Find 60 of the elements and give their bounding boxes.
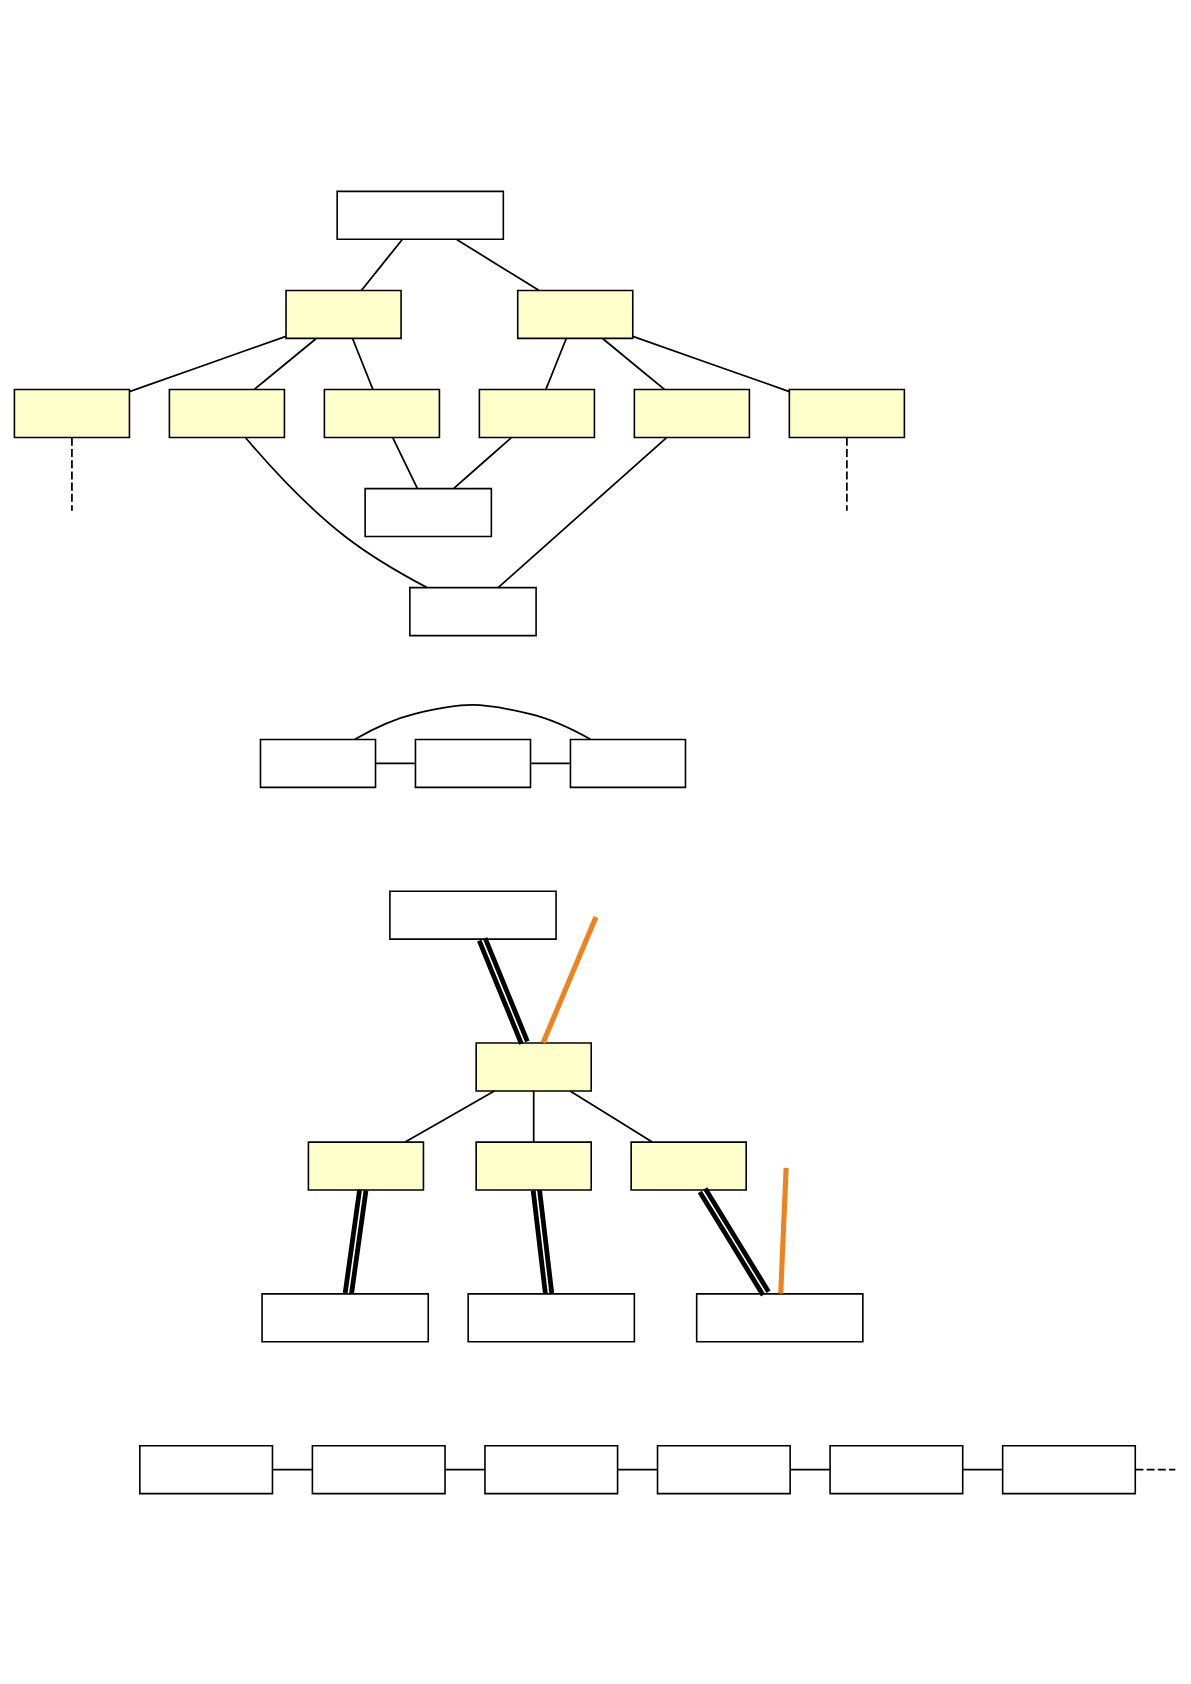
node-box (788, 388, 906, 438)
node-box (1001, 1444, 1137, 1494)
connector (530, 1189, 555, 1294)
node-box (630, 1140, 747, 1191)
connector (354, 703, 592, 740)
node-box (475, 1140, 592, 1191)
connector (351, 337, 374, 390)
connector (456, 238, 540, 291)
connector (532, 1089, 535, 1143)
connector (545, 337, 568, 390)
connector (846, 436, 848, 512)
node-box (829, 1444, 964, 1494)
connector (1134, 1468, 1177, 1471)
connector (697, 1186, 771, 1296)
connector (375, 762, 416, 764)
connector (569, 1089, 654, 1143)
node-box (311, 1444, 446, 1494)
connector (360, 238, 403, 291)
connector (253, 337, 317, 390)
connector (128, 334, 287, 392)
node-box (695, 1292, 864, 1343)
node-box (336, 190, 505, 240)
connector (342, 1188, 369, 1294)
node-box (364, 487, 493, 537)
connector (789, 1468, 831, 1471)
node-box (656, 1444, 791, 1494)
connector (540, 915, 599, 1044)
node-box (467, 1292, 636, 1343)
connector (477, 936, 530, 1045)
node-box (307, 1140, 425, 1191)
connector (631, 334, 791, 392)
connector (272, 1468, 313, 1471)
node-box (569, 738, 687, 788)
node-box (633, 388, 751, 438)
connector (602, 337, 666, 390)
connector (617, 1468, 659, 1471)
node-box (475, 1041, 592, 1092)
connector (244, 436, 428, 588)
connector (392, 436, 419, 489)
node-box (323, 388, 441, 438)
connector (962, 1468, 1004, 1471)
node-box (516, 289, 634, 339)
connector (530, 762, 571, 764)
node-box (285, 289, 402, 339)
node-box (409, 586, 537, 636)
connector (778, 1167, 789, 1294)
node-box (139, 1444, 274, 1494)
node-box (478, 388, 596, 438)
node-box (414, 738, 532, 788)
node-box (168, 388, 286, 438)
node-box (261, 1292, 430, 1343)
connector (71, 436, 73, 512)
node-box (13, 388, 131, 438)
connector (404, 1089, 496, 1143)
connector (452, 436, 512, 489)
node-box (259, 738, 377, 788)
node-box (484, 1444, 619, 1494)
connector (497, 436, 668, 588)
connector (444, 1468, 486, 1471)
node-box (389, 889, 557, 940)
